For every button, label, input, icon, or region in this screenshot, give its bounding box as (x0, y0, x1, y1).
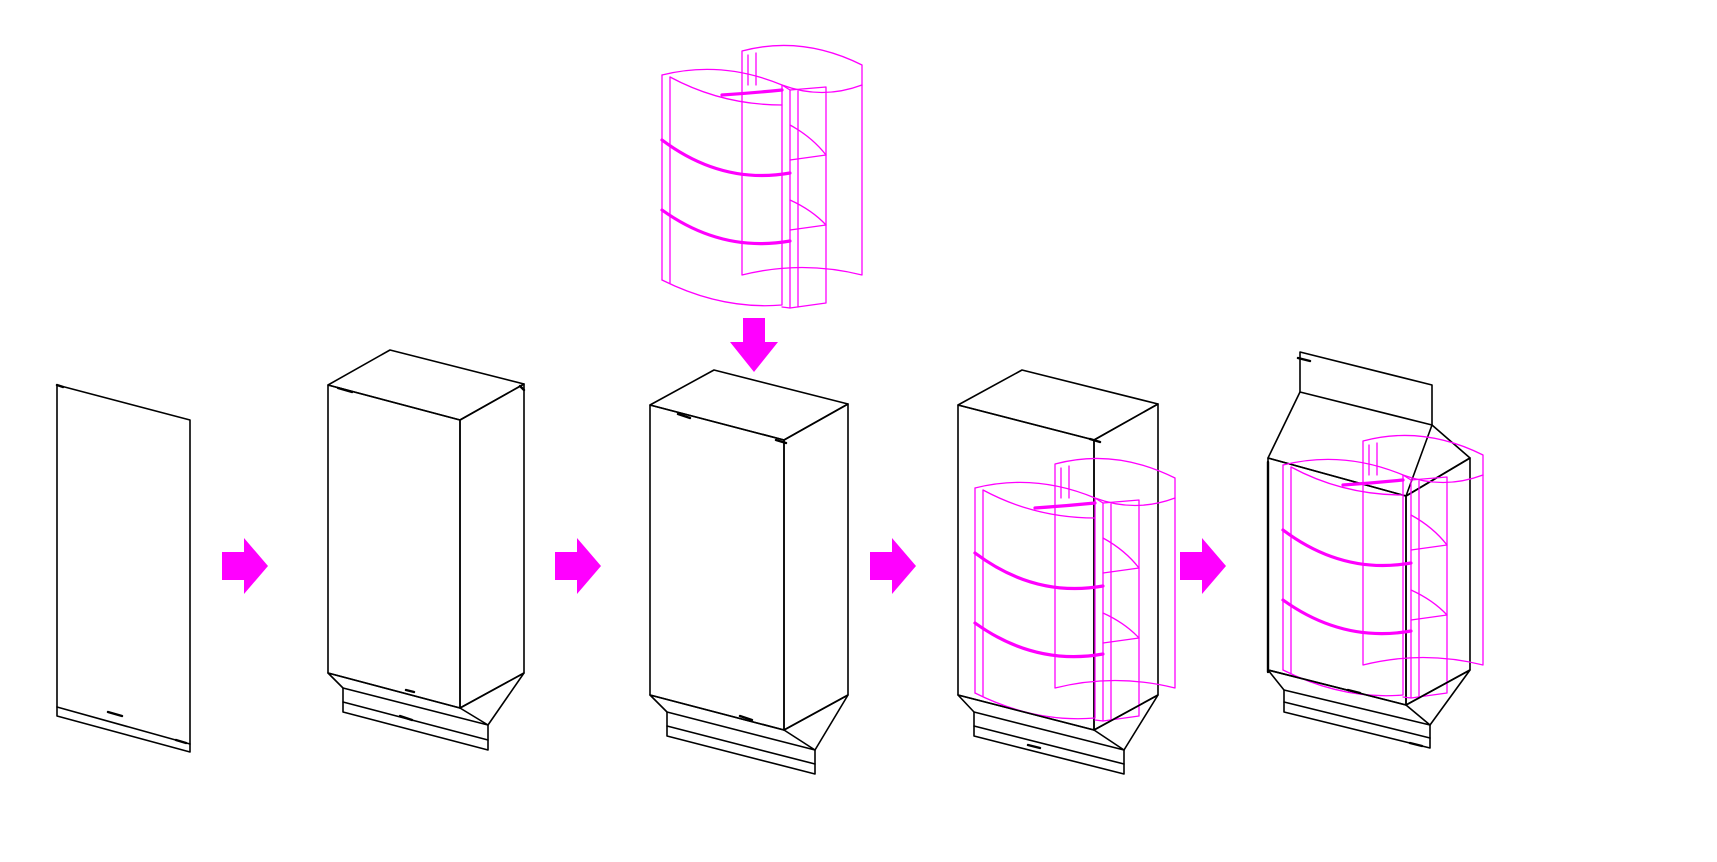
insert-shape (973, 456, 1177, 723)
step-bag-sealed (1266, 351, 1485, 749)
step-insert-placed (957, 369, 1177, 775)
right-arrow-icon (555, 538, 601, 594)
right-arrow-icon (870, 538, 916, 594)
down-arrow-icon (730, 318, 778, 372)
right-arrow-icon (1180, 538, 1226, 594)
insert-shape (1281, 433, 1485, 700)
step-bag-receiving-insert (649, 43, 864, 775)
step-flat-film (55, 383, 191, 753)
step-formed-bag (327, 349, 526, 751)
insert-shape (660, 43, 864, 310)
right-arrow-icon (222, 538, 268, 594)
